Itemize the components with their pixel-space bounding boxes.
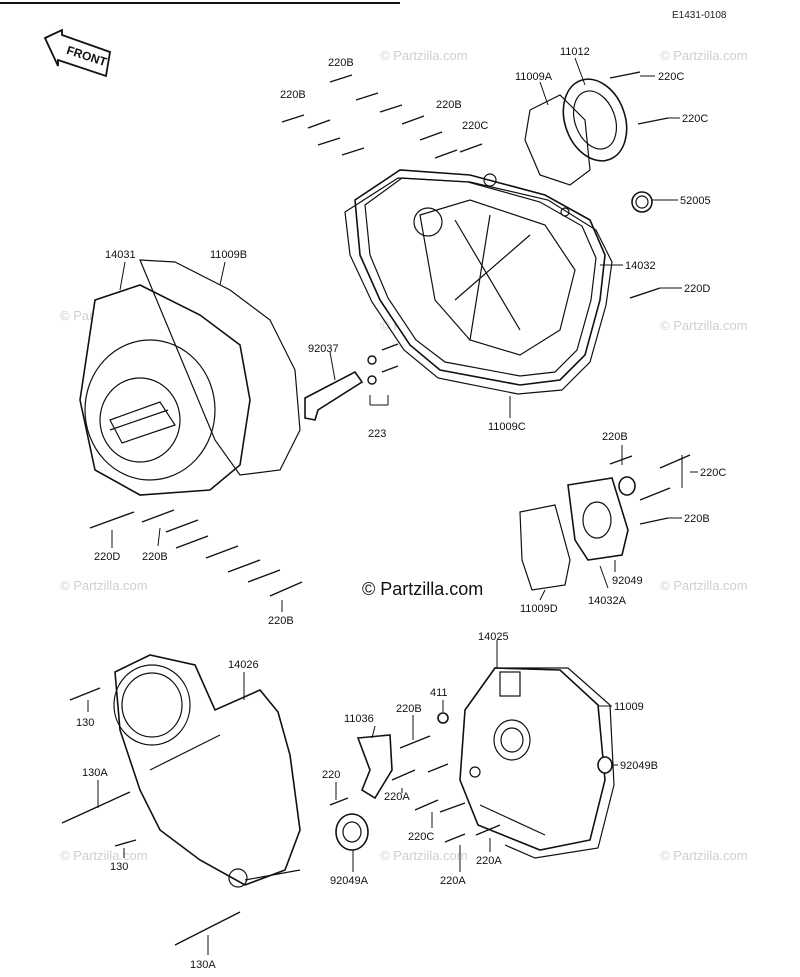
label-92037: 92037	[308, 343, 339, 355]
watermark-2: © Partzilla.com	[380, 48, 468, 63]
label-92049: 92049	[612, 575, 643, 587]
label-220B-left1: 220B	[142, 551, 168, 563]
label-130-b: 130	[110, 861, 128, 873]
label-220: 220	[322, 769, 340, 781]
label-11009: 11009	[614, 701, 644, 713]
label-220C-mid: 220C	[462, 120, 488, 132]
seal-92049	[618, 476, 636, 496]
label-92049A: 92049A	[330, 875, 369, 887]
sprocket-cover-14026	[113, 654, 301, 888]
bracket-92037	[304, 370, 364, 421]
leader-lines	[87, 57, 698, 955]
label-11009A: 11009A	[515, 71, 553, 83]
part-labels: 11012 11009A 220C 220C 220B 220B 220B 22…	[76, 46, 726, 971]
gasket-11009	[504, 667, 615, 859]
watermark-center: © Partzilla.com	[362, 579, 483, 599]
watermark-5: © Partzilla.com	[660, 318, 748, 333]
label-11009C: 11009C	[488, 421, 526, 433]
label-11009B: 11009B	[210, 249, 247, 261]
front-arrow-icon: FRONT	[43, 28, 112, 78]
label-130-a: 130	[76, 717, 94, 729]
generator-cover-14031	[79, 284, 251, 496]
plug-52005	[631, 191, 653, 213]
label-220C-b: 220C	[682, 113, 708, 125]
watermark-7: © Partzilla.com	[660, 578, 748, 593]
bracket-11036	[356, 734, 393, 800]
label-11036: 11036	[344, 713, 374, 725]
label-220A-a: 220A	[384, 791, 410, 803]
gasket-11009D	[519, 504, 571, 591]
watermark-10: © Partzilla.com	[660, 848, 748, 863]
label-220A-b: 220A	[440, 875, 466, 887]
label-220B-right2: 220B	[684, 513, 710, 525]
seal-92049A	[335, 813, 369, 851]
label-220C-a: 220C	[658, 71, 684, 83]
gasket-11009B	[139, 259, 301, 476]
cover-11012	[562, 78, 628, 162]
label-220D-right: 220D	[684, 283, 710, 295]
watermark-6: © Partzilla.com	[60, 578, 148, 593]
label-220B-top3: 220B	[436, 99, 462, 111]
gasket-11009C	[344, 177, 613, 395]
seal-92049B	[597, 756, 613, 774]
bolt-cluster-left	[89, 509, 303, 612]
label-11012: 11012	[560, 46, 590, 58]
cover-14025	[459, 667, 606, 851]
washer-411	[437, 712, 449, 724]
label-220A-c: 220A	[476, 855, 502, 867]
bolt-cluster-bottom	[329, 735, 501, 843]
label-14025: 14025	[478, 631, 509, 643]
gasket-11009A	[524, 94, 591, 186]
label-220C-right: 220C	[700, 467, 726, 479]
label-14032: 14032	[625, 260, 656, 272]
watermark-3: © Partzilla.com	[660, 48, 748, 63]
bolt-cluster-upper	[281, 71, 669, 299]
bolt-cluster-right	[609, 454, 691, 525]
label-14031: 14031	[105, 249, 136, 261]
label-220B-left2: 220B	[268, 615, 294, 627]
watermark-8: © Partzilla.com	[60, 848, 148, 863]
reference-code: E1431-0108	[672, 10, 727, 21]
label-92049B: 92049B	[620, 760, 658, 772]
label-220D-left: 220D	[94, 551, 120, 563]
label-14026: 14026	[228, 659, 259, 671]
screws-223	[367, 343, 399, 406]
cover-14032A	[567, 477, 629, 561]
label-220B-bottom: 220B	[396, 703, 422, 715]
label-411: 411	[430, 687, 448, 699]
label-130A-a: 130A	[82, 767, 108, 779]
label-220B-top2: 220B	[280, 89, 306, 101]
label-220B-right1: 220B	[602, 431, 628, 443]
label-130A-b: 130A	[190, 959, 216, 971]
label-52005: 52005	[680, 195, 711, 207]
bolts-130	[61, 687, 241, 946]
label-220C-b2: 220C	[408, 831, 434, 843]
clutch-cover-14032	[354, 169, 606, 386]
watermark-9: © Partzilla.com	[380, 848, 468, 863]
label-220B-top1: 220B	[328, 57, 354, 69]
label-223: 223	[368, 428, 386, 440]
label-14032A: 14032A	[588, 595, 627, 607]
label-11009D: 11009D	[520, 603, 558, 615]
